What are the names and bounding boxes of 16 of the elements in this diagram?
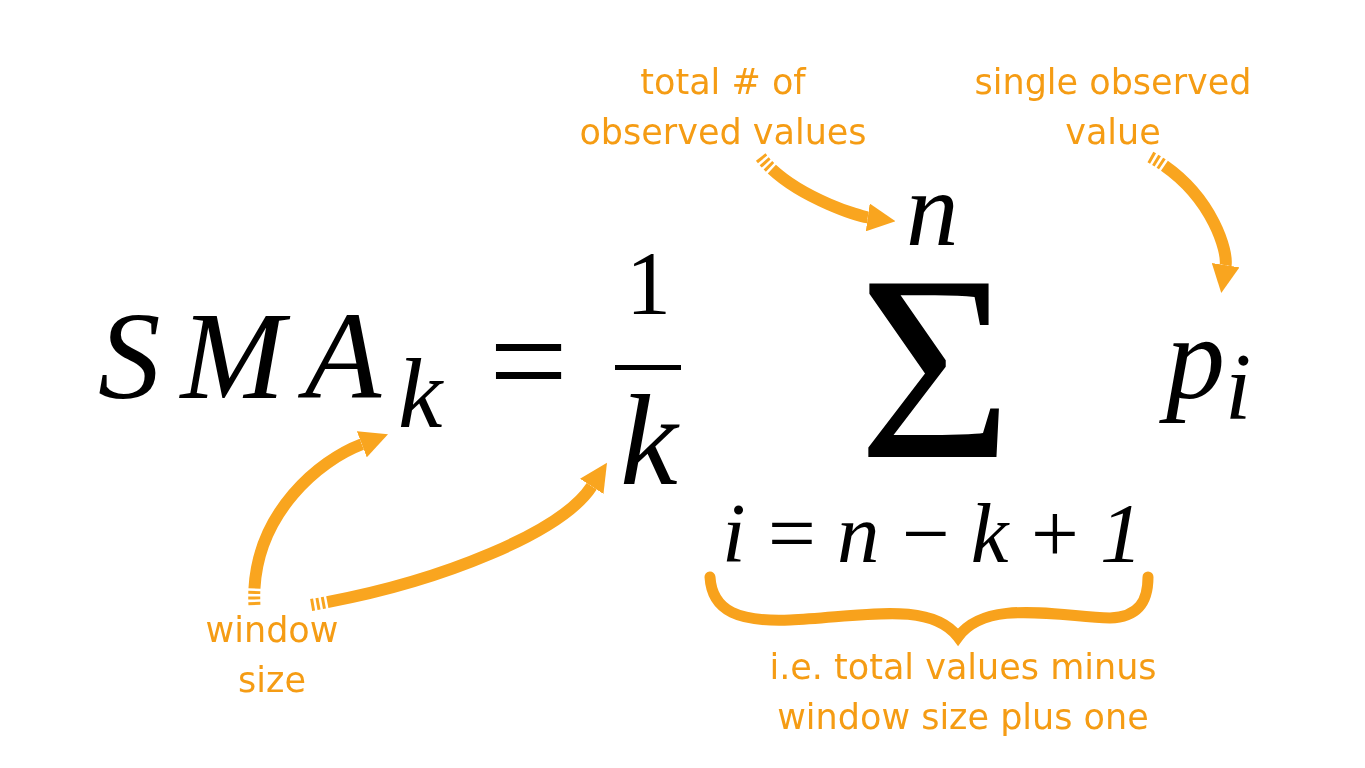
arrow (756, 153, 896, 232)
summation-upper-limit: n (895, 150, 967, 269)
annotation-text: window size (204, 605, 340, 705)
numerator: 1 (625, 233, 672, 335)
formula-term: SMA (97, 285, 381, 426)
annotation-text: single observed value (973, 57, 1253, 157)
summation-lower-limit: i=n−k+1 (721, 485, 1143, 582)
annotation-text: total # of observed values (578, 57, 868, 157)
equals-sign: = (488, 282, 569, 440)
summand-variable: p$_{i}$ (1154, 292, 1261, 458)
arrow (248, 431, 388, 606)
subscript-variable: k (388, 338, 451, 450)
arrow (1147, 151, 1240, 294)
denominator: k (607, 368, 689, 514)
annotation-text: i.e. total values minus window size plus one (768, 646, 1158, 739)
arrow (310, 464, 610, 611)
